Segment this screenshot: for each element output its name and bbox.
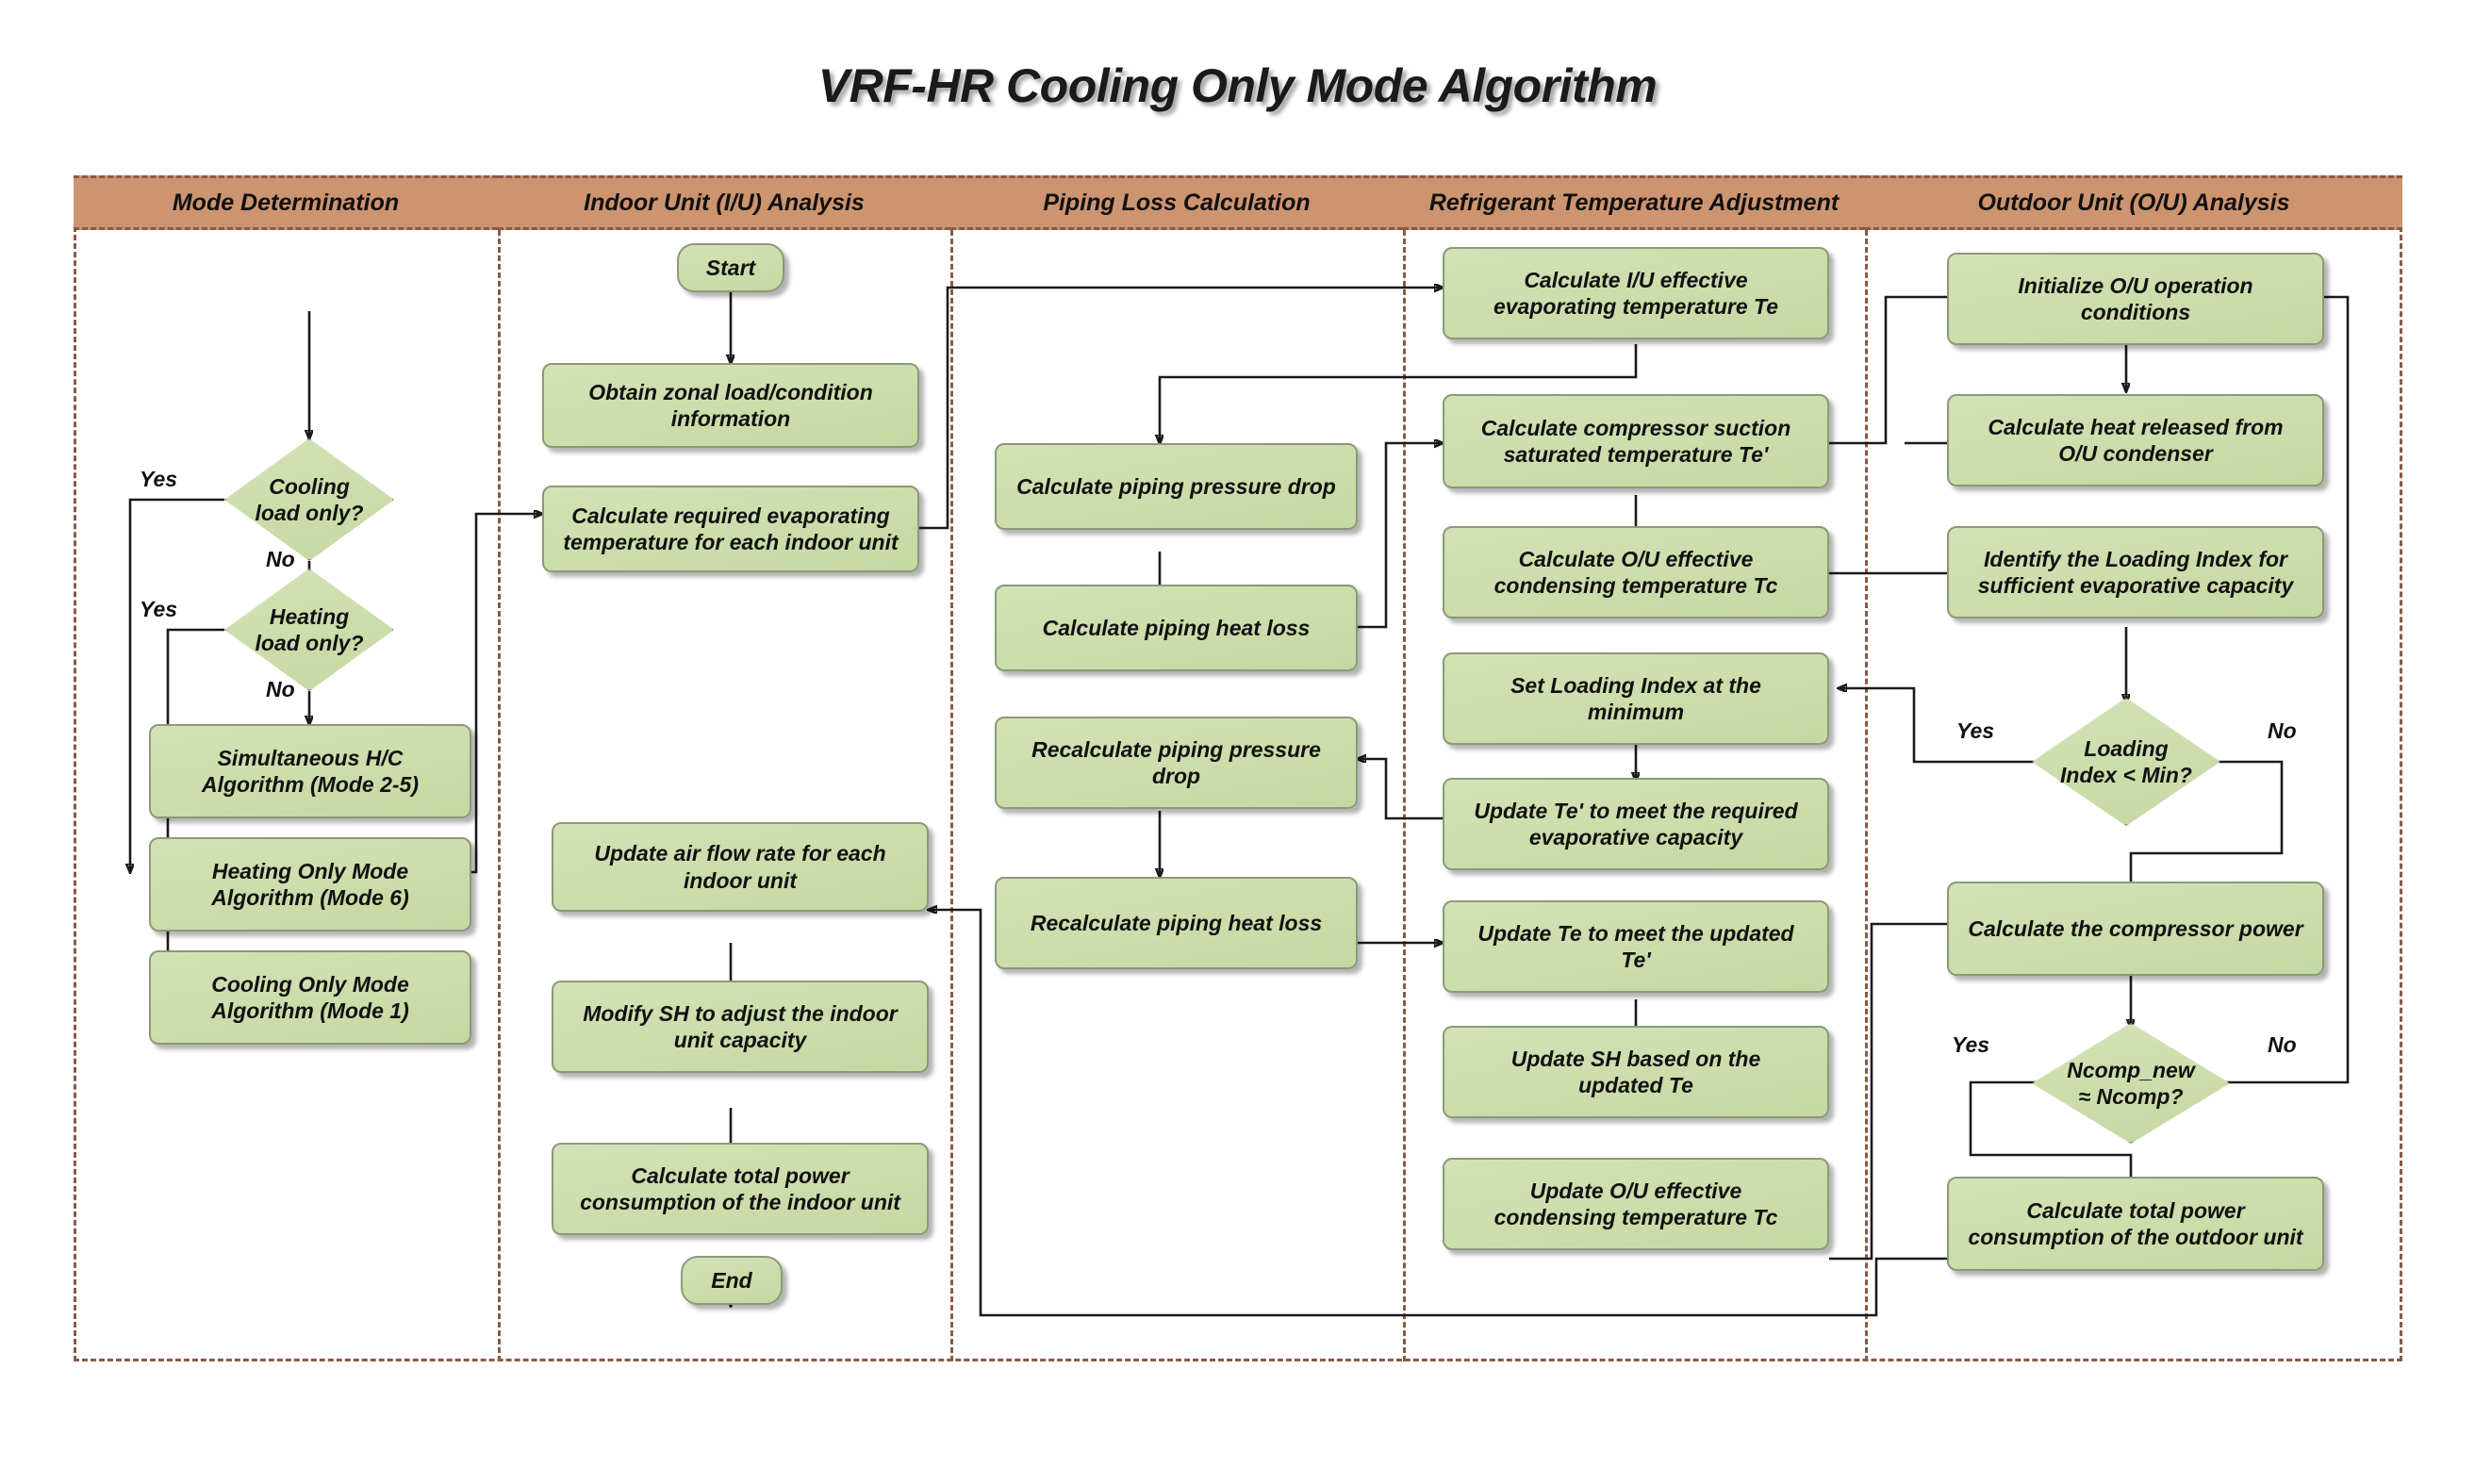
node-label: Calculate compressor suction saturated t… (1480, 415, 1791, 467)
node-recalculate-piping-pressure-drop[interactable]: Recalculate piping pressure drop (995, 717, 1358, 809)
node-calculate-heat-released-from-ou-condenser[interactable]: Calculate heat released from O/U condens… (1947, 394, 2324, 486)
node-label: Cooling Only Mode Algorithm (Mode 1) (211, 971, 409, 1023)
node-label: Start (705, 255, 756, 280)
node-update-sh[interactable]: Update SH based on the updated Te (1443, 1026, 1829, 1118)
node-label: Update air flow rate for each indoor uni… (594, 841, 886, 893)
node-label: Calculate piping pressure drop (1016, 473, 1336, 499)
node-start[interactable]: Start (677, 243, 784, 292)
lane-header-piping-loss-calculation: Piping Loss Calculation (950, 175, 1403, 230)
node-label: Calculate the compressor power (1968, 915, 2303, 941)
page-title: VRF-HR Cooling Only Mode Algorithm (817, 59, 1658, 112)
edge-label-ncomp-yes: Yes (1952, 1032, 1990, 1057)
node-calculate-required-evaporating-temperature[interactable]: Calculate required evaporating temperatu… (542, 486, 919, 572)
node-label: Calculate total power consumption of the… (1968, 1197, 2303, 1249)
node-calculate-total-power-indoor-unit[interactable]: Calculate total power consumption of the… (552, 1143, 929, 1235)
edge-label-heating-no: No (266, 677, 295, 701)
node-simultaneous-hc-algorithm[interactable]: Simultaneous H/C Algorithm (Mode 2-5) (149, 724, 471, 818)
node-modify-sh[interactable]: Modify SH to adjust the indoor unit capa… (552, 981, 929, 1073)
node-update-te[interactable]: Update Te to meet the updated Te' (1443, 900, 1829, 993)
node-end[interactable]: End (681, 1256, 783, 1305)
node-label: Calculate total power consumption of the… (580, 1162, 900, 1214)
decision-label: Heating load only? (255, 603, 364, 655)
lane-divider-3 (1403, 230, 1406, 1361)
node-label: Initialize O/U operation conditions (2018, 272, 2253, 324)
node-calculate-ou-effective-condensing-temperature[interactable]: Calculate O/U effective condensing tempe… (1443, 526, 1829, 618)
edge-label-ncomp-no: No (2268, 1032, 2297, 1057)
node-label: Identify the Loading Index for sufficien… (1977, 546, 2294, 598)
node-calculate-total-power-outdoor-unit[interactable]: Calculate total power consumption of the… (1947, 1177, 2324, 1271)
node-obtain-zonal-load[interactable]: Obtain zonal load/condition information (542, 363, 919, 448)
node-identify-loading-index[interactable]: Identify the Loading Index for sufficien… (1947, 526, 2324, 618)
node-update-air-flow-rate[interactable]: Update air flow rate for each indoor uni… (552, 822, 929, 912)
node-label: End (711, 1267, 752, 1293)
edge-label-cooling-yes: Yes (140, 467, 178, 491)
node-label: Obtain zonal load/condition information (588, 379, 873, 431)
node-label: Calculate heat released from O/U condens… (1988, 414, 2284, 466)
edge-label-heating-yes: Yes (140, 597, 178, 621)
node-calculate-iu-effective-evaporating-temperature[interactable]: Calculate I/U effective evaporating temp… (1443, 247, 1829, 339)
node-label: Calculate piping heat loss (1042, 615, 1311, 640)
lane-header-outdoor-unit-analysis: Outdoor Unit (O/U) Analysis (1865, 175, 2402, 230)
node-calculate-compressor-power[interactable]: Calculate the compressor power (1947, 882, 2324, 976)
node-cooling-only-mode-algorithm[interactable]: Cooling Only Mode Algorithm (Mode 1) (149, 950, 471, 1045)
decision-label: Ncomp_new ≈ Ncomp? (2067, 1057, 2195, 1109)
node-label: Calculate required evaporating temperatu… (563, 503, 899, 554)
lane-divider-2 (950, 230, 953, 1361)
lane-divider-1 (498, 230, 501, 1361)
decision-label: Cooling load only? (255, 473, 364, 525)
node-update-te-prime[interactable]: Update Te' to meet the required evaporat… (1443, 778, 1829, 870)
lane-header-label: Refrigerant Temperature Adjustment (1428, 189, 1840, 216)
node-label: Calculate I/U effective evaporating temp… (1493, 267, 1779, 319)
node-label: Recalculate piping heat loss (1030, 910, 1323, 935)
edge-label-cooling-no: No (266, 547, 295, 571)
lane-header-label: Piping Loss Calculation (1043, 189, 1311, 216)
edge-label-loading-yes: Yes (1956, 718, 1995, 743)
node-calculate-piping-pressure-drop[interactable]: Calculate piping pressure drop (995, 443, 1358, 530)
lane-header-indoor-unit-analysis: Indoor Unit (I/U) Analysis (498, 175, 950, 230)
node-heating-only-mode-algorithm[interactable]: Heating Only Mode Algorithm (Mode 6) (149, 837, 471, 932)
node-label: Modify SH to adjust the indoor unit capa… (583, 1000, 898, 1052)
decision-cooling-load-only[interactable]: Cooling load only? (224, 438, 394, 561)
node-label: Update Te' to meet the required evaporat… (1474, 798, 1798, 849)
lane-header-refrigerant-temperature-adjustment: Refrigerant Temperature Adjustment (1403, 175, 1865, 230)
lane-header-label: Indoor Unit (I/U) Analysis (584, 189, 865, 216)
node-label: Calculate O/U effective condensing tempe… (1493, 546, 1778, 598)
node-label: Heating Only Mode Algorithm (Mode 6) (211, 858, 409, 910)
lane-header-label: Outdoor Unit (O/U) Analysis (1977, 189, 2290, 216)
lane-header-mode-determination: Mode Determination (74, 175, 498, 230)
node-label: Update Te to meet the updated Te' (1477, 920, 1794, 972)
node-label: Update SH based on the updated Te (1510, 1046, 1761, 1097)
decision-loading-index-min[interactable]: Loading Index < Min? (2032, 698, 2220, 826)
edge-label-loading-no: No (2268, 718, 2297, 743)
node-recalculate-piping-heat-loss[interactable]: Recalculate piping heat loss (995, 877, 1358, 969)
node-update-ou-effective-condensing-temperature[interactable]: Update O/U effective condensing temperat… (1443, 1158, 1829, 1250)
lane-header-label: Mode Determination (172, 189, 400, 216)
node-label: Set Loading Index at the minimum (1510, 672, 1761, 724)
node-label: Recalculate piping pressure drop (1031, 736, 1321, 788)
node-label: Update O/U effective condensing temperat… (1493, 1178, 1778, 1229)
node-calculate-compressor-suction-saturated-temperature[interactable]: Calculate compressor suction saturated t… (1443, 394, 1829, 488)
decision-ncomp-new-equals-ncomp[interactable]: Ncomp_new ≈ Ncomp? (2032, 1023, 2230, 1144)
node-label: Simultaneous H/C Algorithm (Mode 2-5) (202, 745, 419, 797)
node-initialize-ou-operation-conditions[interactable]: Initialize O/U operation conditions (1947, 253, 2324, 345)
node-calculate-piping-heat-loss[interactable]: Calculate piping heat loss (995, 585, 1358, 671)
decision-heating-load-only[interactable]: Heating load only? (224, 569, 394, 691)
node-set-loading-index-at-minimum[interactable]: Set Loading Index at the minimum (1443, 652, 1829, 745)
decision-label: Loading Index < Min? (2060, 735, 2192, 787)
lane-divider-4 (1865, 230, 1868, 1361)
